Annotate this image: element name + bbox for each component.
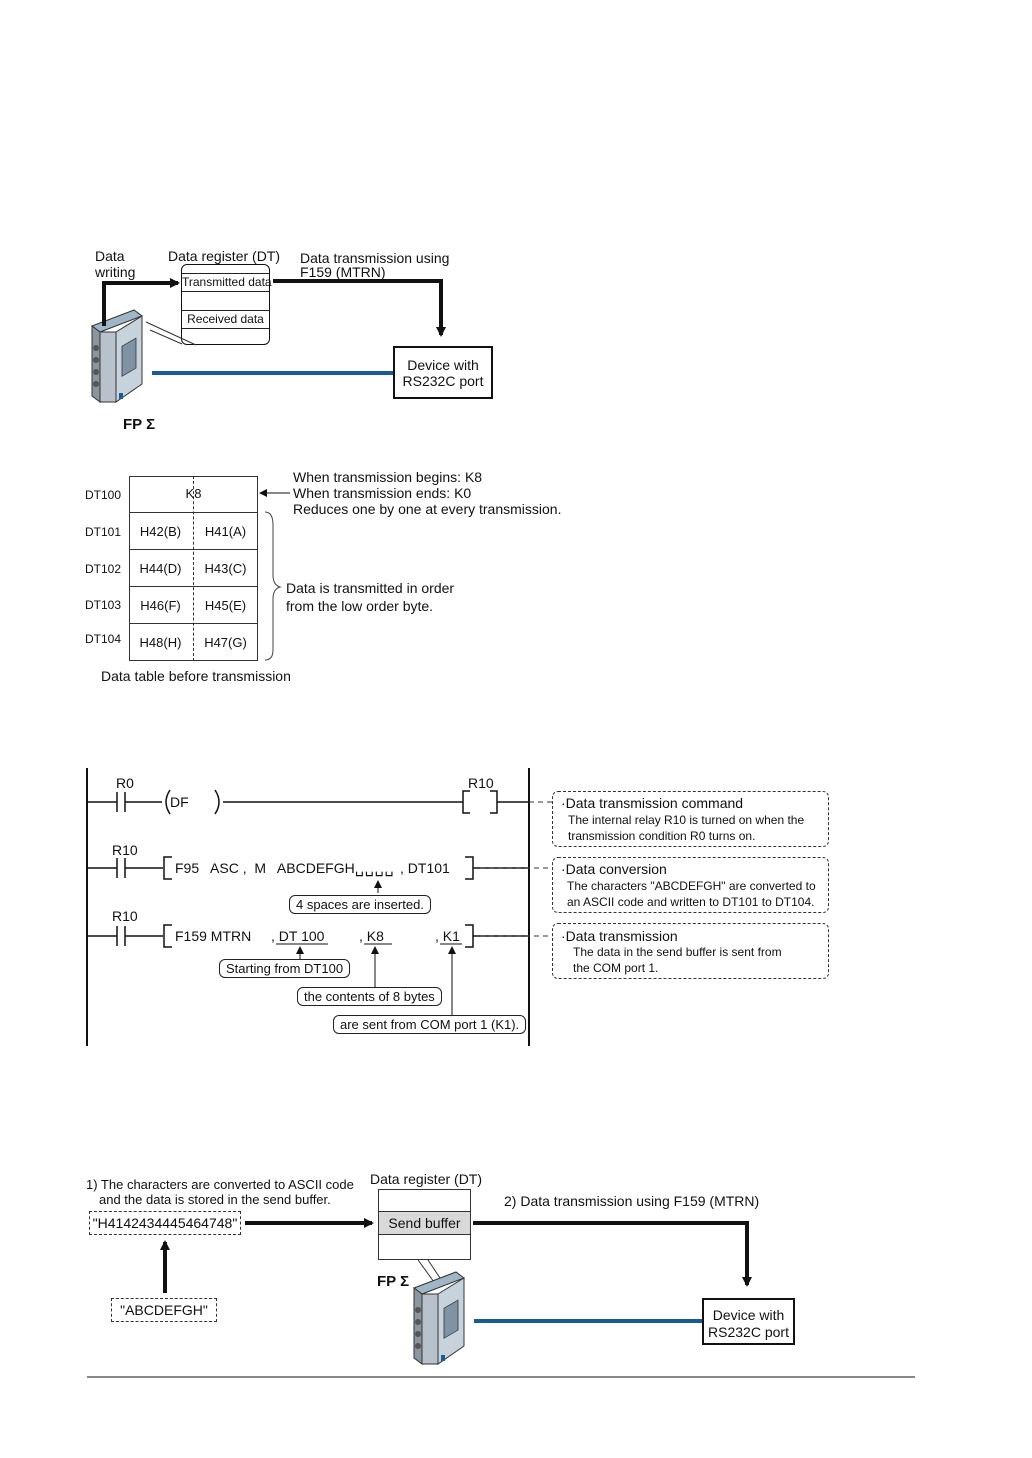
table-cell-low-byte: H45(E) bbox=[204, 598, 247, 613]
table-cell-high-byte: H42(B) bbox=[139, 524, 182, 539]
step2-label: 2) Data transmission using F159 (MTRN) bbox=[504, 1193, 760, 1209]
received-data-slot: Received data bbox=[182, 310, 269, 329]
comment-body: transmission condition R0 turns on. bbox=[568, 829, 756, 843]
send-buffer-slot: Send buffer bbox=[378, 1211, 471, 1235]
byte-separator bbox=[193, 476, 194, 661]
comment-body: an ASCII code and written to DT101 to DT… bbox=[567, 895, 815, 909]
comment-box-conversion bbox=[552, 857, 829, 913]
f95-destination: , DT101 bbox=[400, 860, 450, 876]
note-starting-from: Starting from DT100 bbox=[219, 959, 351, 978]
note-begin: When transmission begins: K8 bbox=[293, 469, 483, 485]
register-label: DT102 bbox=[85, 562, 122, 576]
step1-line1: 1) The characters are converted to ASCII… bbox=[86, 1177, 354, 1192]
comment-title: ·Data transmission command bbox=[561, 795, 744, 811]
four-spaces: ␣␣␣␣ bbox=[355, 860, 395, 876]
note-contents-bytes: the contents of 8 bytes bbox=[297, 987, 442, 1006]
f159-operand-port: , K1 bbox=[435, 928, 460, 944]
source-string: "ABCDEFGH" bbox=[120, 1302, 208, 1318]
note-reduce: Reduces one by one at every transmission… bbox=[293, 501, 562, 517]
comment-box-command bbox=[552, 791, 829, 847]
table-cell-high-byte: H48(H) bbox=[139, 635, 182, 650]
comment-body: the COM port 1. bbox=[573, 961, 659, 975]
step1-line2: and the data is stored in the send buffe… bbox=[99, 1192, 331, 1207]
device-box-2 bbox=[702, 1298, 795, 1345]
plc-label: FP Σ bbox=[123, 416, 156, 433]
f95-instruction: F95 ASC , M ABCDEFGH bbox=[175, 860, 355, 876]
contact-r10-label: R10 bbox=[112, 908, 138, 924]
register-label: DT103 bbox=[85, 598, 122, 612]
comment-title: ·Data conversion bbox=[561, 861, 667, 877]
comment-box-transmission bbox=[552, 923, 829, 979]
contact-r10-label: R10 bbox=[112, 842, 138, 858]
table-cell-low-byte: H41(A) bbox=[204, 524, 247, 539]
device-label-line2: RS232C port bbox=[402, 373, 484, 389]
device-label-line2: RS232C port bbox=[708, 1324, 789, 1340]
comment-body: The internal relay R10 is turned on when… bbox=[568, 813, 805, 827]
note-end: When transmission ends: K0 bbox=[293, 485, 472, 501]
register-label: DT104 bbox=[85, 632, 122, 646]
f159-operand-start: , DT 100 bbox=[271, 928, 325, 944]
note-sent-from-port: are sent from COM port 1 (K1). bbox=[333, 1015, 527, 1034]
df-instruction: DF bbox=[170, 794, 189, 810]
table-cell-value: K8 bbox=[185, 486, 202, 501]
table-caption: Data table before transmission bbox=[101, 668, 291, 684]
comment-body: The characters "ABCDEFGH" are converted … bbox=[567, 879, 816, 893]
comment-title: ·Data transmission bbox=[561, 928, 678, 944]
table-cell-high-byte: H46(F) bbox=[140, 598, 181, 613]
hex-string-box bbox=[89, 1211, 241, 1235]
table-cell-low-byte: H47(G) bbox=[204, 635, 247, 650]
transmission-label-line1: Data transmission using bbox=[300, 250, 450, 266]
f159-instruction: F159 MTRN bbox=[175, 928, 252, 944]
brace-note-line1: Data is transmitted in order bbox=[286, 580, 455, 596]
comment-body: The data in the send buffer is sent from bbox=[573, 945, 782, 959]
plc-label-2: FP Σ bbox=[377, 1273, 410, 1290]
f159-operand-bytes: , K8 bbox=[359, 928, 384, 944]
brace-note-line2: from the low order byte. bbox=[286, 598, 434, 614]
register-label: DT101 bbox=[85, 525, 122, 539]
contact-r0-label: R0 bbox=[116, 775, 134, 791]
transmission-label-line2: F159 (MTRN) bbox=[300, 264, 386, 280]
data-writing-label-line1: Data bbox=[95, 248, 125, 264]
coil-r10-label: R10 bbox=[468, 775, 494, 791]
data-register-title: Data register (DT) bbox=[168, 248, 281, 264]
note-spaces-inserted: 4 spaces are inserted. bbox=[289, 895, 431, 914]
device-box bbox=[393, 346, 493, 399]
data-writing-label-line2: writing bbox=[95, 264, 136, 280]
table-cell-high-byte: H44(D) bbox=[139, 561, 182, 576]
hex-string: "H4142434445464748" bbox=[92, 1215, 238, 1231]
table-cell-low-byte: H43(C) bbox=[204, 561, 247, 576]
device-label-line1: Device with bbox=[712, 1307, 785, 1323]
register-label: DT100 bbox=[85, 488, 122, 502]
device-label-line1: Device with bbox=[407, 357, 479, 373]
source-string-box bbox=[111, 1298, 217, 1322]
transmitted-data-slot: Transmitted data bbox=[182, 273, 272, 292]
data-register-title-2: Data register (DT) bbox=[370, 1171, 483, 1187]
